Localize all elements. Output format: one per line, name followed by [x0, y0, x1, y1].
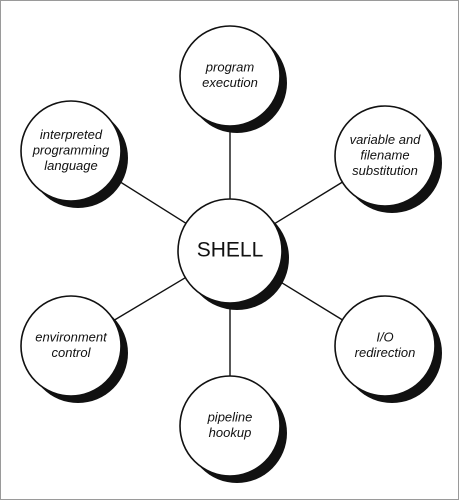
node-variable-filename-substitution-label-line: filename [360, 147, 409, 162]
node-program-execution-circle [179, 25, 281, 127]
node-variable-filename-substitution-label-line: substitution [352, 163, 418, 178]
node-io-redirection-label-line: I/O [376, 330, 393, 345]
node-environment-control-label-line: environment [35, 330, 108, 345]
connector-interpreted-programming-language [112, 177, 187, 224]
center-group: SHELL [177, 198, 289, 310]
node-interpreted-programming-language-label-line: language [44, 158, 98, 173]
node-pipeline-hookup-label-line: hookup [209, 425, 252, 440]
node-interpreted-programming-language-circle [20, 100, 122, 202]
node-io-redirection-circle [334, 295, 436, 397]
connector-io-redirection [273, 277, 343, 321]
center-node-shell-label-line: SHELL [197, 239, 264, 262]
node-interpreted-programming-language-label-line: programming [32, 142, 110, 157]
connector-group [112, 126, 343, 376]
node-environment-control-label-line: control [51, 345, 91, 360]
center-node-shell: SHELL [177, 198, 289, 310]
node-pipeline-hookup-label-line: pipeline [207, 410, 253, 425]
node-variable-filename-substitution-circle [334, 105, 436, 207]
node-interpreted-programming-language-label-line: interpreted [40, 127, 103, 142]
connector-environment-control [113, 277, 186, 321]
node-io-redirection-label-line: redirection [355, 345, 416, 360]
node-program-execution-label-line: program [205, 60, 255, 75]
node-environment-control-circle [20, 295, 122, 397]
node-pipeline-hookup-circle [179, 375, 281, 477]
node-variable-filename-substitution-label-line: variable and [350, 132, 422, 147]
node-program-execution-label-line: execution [202, 75, 258, 90]
connector-variable-filename-substitution [273, 181, 343, 225]
center-node-shell-circle [177, 198, 283, 304]
